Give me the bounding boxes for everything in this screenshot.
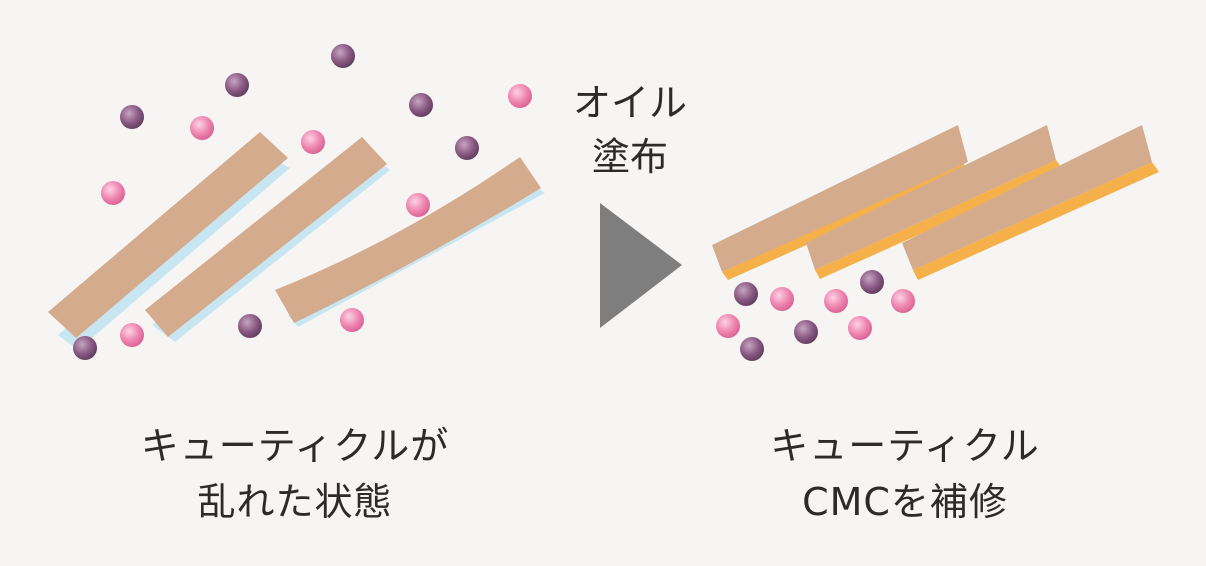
after-caption-line1: キューティクル bbox=[770, 424, 1040, 468]
cuticle-strip-before-2 bbox=[145, 137, 387, 337]
pink-particle-icon bbox=[190, 116, 214, 140]
pink-particle-icon bbox=[301, 130, 325, 154]
purple-particle-icon bbox=[455, 136, 479, 160]
cuticle-strip-before-1 bbox=[48, 132, 288, 338]
pink-particle-icon bbox=[340, 308, 364, 332]
purple-particle-icon bbox=[225, 73, 249, 97]
pink-particle-icon bbox=[406, 193, 430, 217]
purple-particle-icon bbox=[740, 337, 764, 361]
cuticle-edge-after-2 bbox=[815, 160, 1063, 279]
pink-particle-icon bbox=[824, 289, 848, 313]
step-label-line1: オイル bbox=[572, 81, 687, 125]
before-panel bbox=[48, 44, 545, 360]
cuticle-edge-after-1 bbox=[722, 162, 970, 280]
after-caption-line2: CMCを補修 bbox=[802, 480, 1008, 524]
purple-particle-icon bbox=[73, 336, 97, 360]
cuticle-strip-before-3 bbox=[275, 157, 541, 323]
before-caption-line2: 乱れた状態 bbox=[197, 480, 393, 524]
play-arrow-icon bbox=[600, 203, 682, 328]
purple-particle-icon bbox=[794, 320, 818, 344]
after-panel bbox=[712, 125, 1159, 361]
pink-particle-icon bbox=[508, 84, 532, 108]
pink-particle-icon bbox=[848, 316, 872, 340]
purple-particle-icon bbox=[860, 270, 884, 294]
cuticle-edge-after-3 bbox=[913, 162, 1159, 280]
after-caption: キューティクル CMCを補修 bbox=[690, 418, 1120, 530]
purple-particle-icon bbox=[734, 282, 758, 306]
purple-particle-icon bbox=[120, 105, 144, 129]
pink-particle-icon bbox=[770, 287, 794, 311]
pink-particle-icon bbox=[120, 323, 144, 347]
pink-particle-icon bbox=[891, 289, 915, 313]
pink-particle-icon bbox=[101, 181, 125, 205]
cuticle-strip-after-3 bbox=[902, 125, 1152, 270]
purple-particle-icon bbox=[331, 44, 355, 68]
step-label-line2: 塗布 bbox=[591, 135, 668, 179]
purple-particle-icon bbox=[409, 93, 433, 117]
before-caption-line1: キューティクルが bbox=[140, 424, 450, 468]
cuticle-strip-after-2 bbox=[806, 125, 1056, 270]
before-caption: キューティクルが 乱れた状態 bbox=[80, 418, 510, 530]
purple-particle-icon bbox=[238, 314, 262, 338]
cuticle-strip-after-1 bbox=[712, 125, 968, 272]
step-label: オイル 塗布 bbox=[545, 76, 715, 184]
pink-particle-icon bbox=[716, 314, 740, 338]
